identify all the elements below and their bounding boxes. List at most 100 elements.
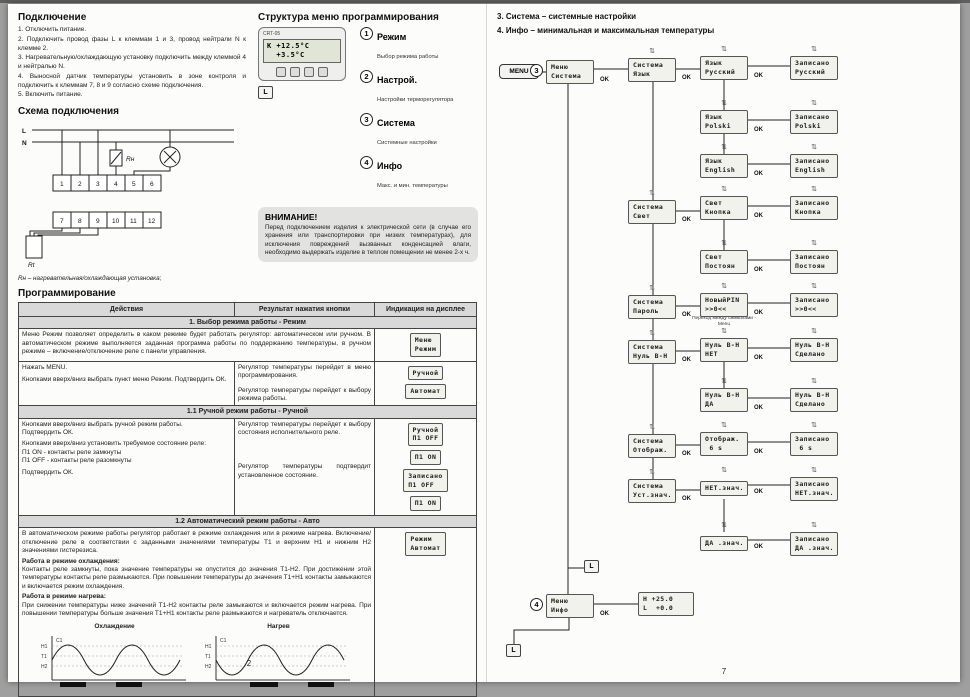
terminal-number: 10 xyxy=(112,218,120,225)
press-updown-icon: ⇅ xyxy=(721,46,727,53)
flow-node-s_set: Система Уст.знач.⇅OK xyxy=(628,479,676,503)
ok-button-label[interactable]: OK xyxy=(682,357,691,363)
flow-node-o_null_yes: Нуль В-Н ДА⇅OK xyxy=(700,388,748,412)
lcd-display: Меню Инфо xyxy=(546,594,594,618)
ok-button-label[interactable]: OK xyxy=(600,611,609,617)
flow-node-r_noz: Записано НЕТ.знач.⇅ xyxy=(790,477,838,501)
lcd-display: Нуль В-Н Сделано xyxy=(790,338,838,362)
lcd-display: Меню Система xyxy=(546,60,594,84)
cooling-graph-title: Охлаждение xyxy=(40,623,190,631)
flow-node-r_yesz: Записано ДА .знач.⇅ xyxy=(790,532,838,556)
table-row: В автоматическом режиме работы регулятор… xyxy=(19,528,477,696)
lcd-display: Записано Polski xyxy=(790,110,838,134)
flow-node-r_pl: Записано Polski⇅ xyxy=(790,110,838,134)
col-header-indication: Индикация на дисплее xyxy=(375,303,477,317)
scheme-title: Схема подключения xyxy=(18,106,246,117)
ok-button-label[interactable]: OK xyxy=(600,77,609,83)
flow-node-r_null1: Нуль В-Н Сделано⇅ xyxy=(790,338,838,362)
terminal-number: 11 xyxy=(130,218,137,225)
h1-label: H1 xyxy=(41,644,48,650)
ok-button-label[interactable]: OK xyxy=(682,217,691,223)
lcd-display: Язык Русский xyxy=(700,56,748,80)
lcd-display: Нуль В-Н НЕТ xyxy=(700,338,748,362)
ok-button-label[interactable]: OK xyxy=(754,405,763,411)
col-header-actions: Действия xyxy=(19,303,235,317)
flow-node-o_btn: Свет Кнопка⇅OK xyxy=(700,196,748,220)
result-text: Регулятор температуры перейдет к выбору … xyxy=(238,387,371,404)
ok-button-label[interactable]: OK xyxy=(754,127,763,133)
connection-step: 5. Включить питание. xyxy=(18,91,246,100)
flow-node-o_yesz: ДА .знач.⇅OK xyxy=(700,532,748,551)
lcd-display: Нуль В-Н Сделано xyxy=(790,388,838,412)
menu-structure-title: Структура меню программирования xyxy=(258,12,478,23)
warning-title: ВНИМАНИЕ! xyxy=(265,212,471,222)
press-updown-icon: ⇅ xyxy=(721,240,727,247)
lcd-display: Нуль В-Н ДА xyxy=(700,388,748,412)
press-updown-icon: ⇅ xyxy=(721,522,727,529)
flow-node-s_light: Система Свет⇅OK xyxy=(628,200,676,224)
lcd-display: Записано Постоян xyxy=(790,250,838,274)
cooling-text: Контакты реле замкнуты, пока значение те… xyxy=(22,566,371,591)
action-text: Нажать MENU. xyxy=(22,364,231,372)
flow-node-r_ru: Записано Русский⇅ xyxy=(790,56,838,80)
ok-button-label[interactable]: OK xyxy=(754,489,763,495)
flow-node-hl: H +25.0 L +0.0 xyxy=(638,592,694,616)
ok-button-label[interactable]: OK xyxy=(682,451,691,457)
ok-button-label[interactable]: OK xyxy=(754,267,763,273)
action-text: П1 OFF - контакты реле разомкнуты xyxy=(22,457,231,465)
flow-node-s_refresh: Система Отображ.⇅OK xyxy=(628,434,676,458)
terminal-number: 3 xyxy=(96,181,100,188)
heating-heading: Работа в режиме нагрева: xyxy=(22,593,371,601)
step-number: 4 xyxy=(360,156,373,169)
section-header-1-2: 1.2 Автоматический режим работы - Авто xyxy=(19,516,477,528)
ok-button-label[interactable]: OK xyxy=(754,310,763,316)
lcd-display: Система Свет xyxy=(628,200,676,224)
auto-intro: В автоматическом режиме работы регулятор… xyxy=(22,530,371,555)
menu-item-label: Режим xyxy=(377,32,406,42)
press-updown-icon: ⇅ xyxy=(649,48,655,55)
lcd-display: Записано >>0<< xyxy=(790,293,838,317)
scheme-legend-load: Rн – нагревательная/охлаждающая установк… xyxy=(18,275,246,284)
terminal-number: 2 xyxy=(78,181,82,188)
terminal-number: 12 xyxy=(148,218,156,225)
lcd-display: Автомат xyxy=(405,384,445,399)
device-button[interactable] xyxy=(276,67,286,77)
ok-button-label[interactable]: OK xyxy=(754,355,763,361)
press-updown-icon: ⇅ xyxy=(721,422,727,429)
ok-button-label[interactable]: OK xyxy=(754,544,763,550)
device-button[interactable] xyxy=(290,67,300,77)
lcd-display: Система Язык xyxy=(628,58,676,82)
exit-menu-icon: L xyxy=(584,560,599,573)
ok-button-label[interactable]: OK xyxy=(682,75,691,81)
step-number: 1 xyxy=(360,27,373,40)
device-model-label: CRT-05 xyxy=(263,31,341,37)
device-button[interactable] xyxy=(318,67,328,77)
device-button[interactable] xyxy=(304,67,314,77)
step-number: 3 xyxy=(360,113,373,126)
press-updown-icon: ⇅ xyxy=(721,467,727,474)
ok-button-label[interactable]: OK xyxy=(682,496,691,502)
ok-button-label[interactable]: OK xyxy=(682,312,691,318)
manual-spread: Подключение 1. Отключить питание. 2. Под… xyxy=(8,4,960,682)
lcd-display: Система Уст.знач. xyxy=(628,479,676,503)
page-divider xyxy=(486,4,487,682)
press-updown-icon: ⇅ xyxy=(811,144,817,151)
menu-item-desc: Макс. и мин. температуры xyxy=(377,183,448,189)
lcd-display: Записано English xyxy=(790,154,838,178)
terminal-number: 6 xyxy=(150,181,154,188)
section-header-1-1: 1.1 Ручной режим работы - Ручной xyxy=(19,406,477,418)
result-text: Регулятор температуры перейдет к выбору … xyxy=(238,421,371,438)
ok-button-label[interactable]: OK xyxy=(754,213,763,219)
lcd-display: П1 ON xyxy=(410,496,442,511)
ok-button-label[interactable]: OK xyxy=(754,73,763,79)
lcd-display: Записано ДА .знач. xyxy=(790,532,838,556)
warning-box: ВНИМАНИЕ! Перед подключением изделия к э… xyxy=(258,207,478,262)
action-text: Подтвердить ОК. xyxy=(22,429,231,437)
menu-item-sistema: 3 Система Системные настройки xyxy=(360,113,478,149)
press-updown-icon: ⇅ xyxy=(649,330,655,337)
action-text: Кнопками вверх/вниз выбрать ручной режим… xyxy=(22,421,231,429)
ok-button-label[interactable]: OK xyxy=(754,449,763,455)
connection-step: 4. Выносной датчик температуры установит… xyxy=(18,73,246,91)
ok-button-label[interactable]: OK xyxy=(754,171,763,177)
